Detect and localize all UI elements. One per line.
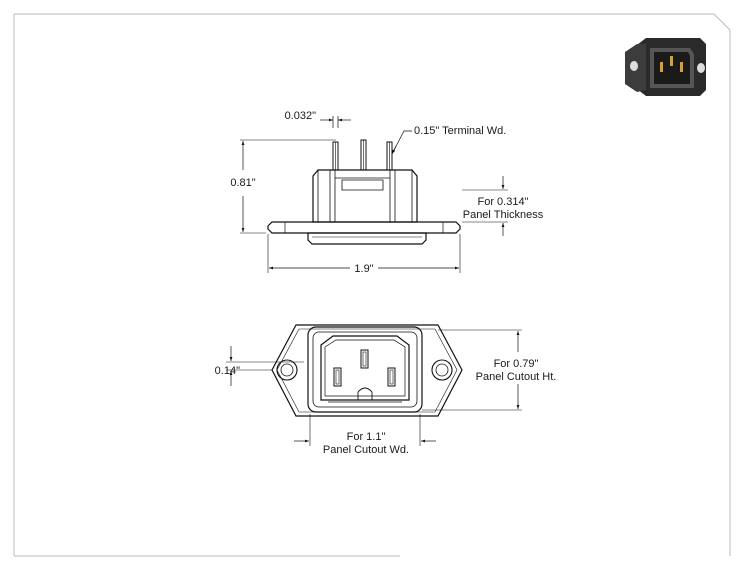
pin-left bbox=[333, 367, 342, 387]
dim-text-height: 0.81" bbox=[230, 177, 255, 189]
product-thumbnail bbox=[625, 38, 706, 96]
pin-center bbox=[360, 349, 369, 369]
dim-terminal-width: 0.15" Terminal Wd. bbox=[391, 125, 506, 155]
terminal-center bbox=[360, 139, 367, 171]
dim-pin-offset: 0.14" bbox=[215, 346, 304, 386]
socket-bezel bbox=[307, 326, 423, 413]
dim-text-panel-thickness-2: Panel Thickness bbox=[463, 209, 544, 221]
dim-text-cutout-height-2: Panel Cutout Ht. bbox=[476, 371, 557, 383]
dim-text-panel-thickness-1: For 0.314" bbox=[478, 196, 529, 208]
mounting-hole-right bbox=[431, 359, 453, 381]
dim-overall-width: 1.9" bbox=[267, 234, 461, 275]
dim-text-terminal-thickness: 0.032" bbox=[285, 110, 317, 122]
dim-cutout-height: For 0.79" Panel Cutout Ht. bbox=[422, 329, 557, 411]
dim-cutout-width: For 1.1" Panel Cutout Wd. bbox=[294, 414, 436, 456]
dim-text-cutout-width-2: Panel Cutout Wd. bbox=[323, 444, 409, 456]
rear-housing bbox=[312, 169, 418, 223]
dim-text-overall-width: 1.9" bbox=[354, 263, 373, 275]
mounting-hole-left bbox=[276, 359, 298, 381]
terminal-left bbox=[332, 141, 339, 171]
pin-right bbox=[387, 367, 396, 387]
mounting-flange bbox=[267, 221, 461, 234]
dim-text-terminal-width: 0.15" Terminal Wd. bbox=[414, 125, 506, 137]
dim-text-cutout-height-1: For 0.79" bbox=[494, 358, 539, 370]
dim-panel-thickness: For 0.314" Panel Thickness bbox=[462, 176, 544, 236]
dim-terminal-thickness: 0.032" bbox=[285, 110, 351, 128]
dim-text-pin-offset: 0.14" bbox=[215, 365, 240, 377]
dim-text-cutout-width-1: For 1.1" bbox=[347, 431, 386, 443]
sheet-border bbox=[13, 13, 731, 557]
front-view bbox=[271, 324, 463, 417]
terminal-right bbox=[386, 141, 393, 171]
side-view bbox=[267, 139, 461, 245]
front-face bbox=[307, 232, 427, 245]
dim-height: 0.81" bbox=[230, 139, 336, 234]
